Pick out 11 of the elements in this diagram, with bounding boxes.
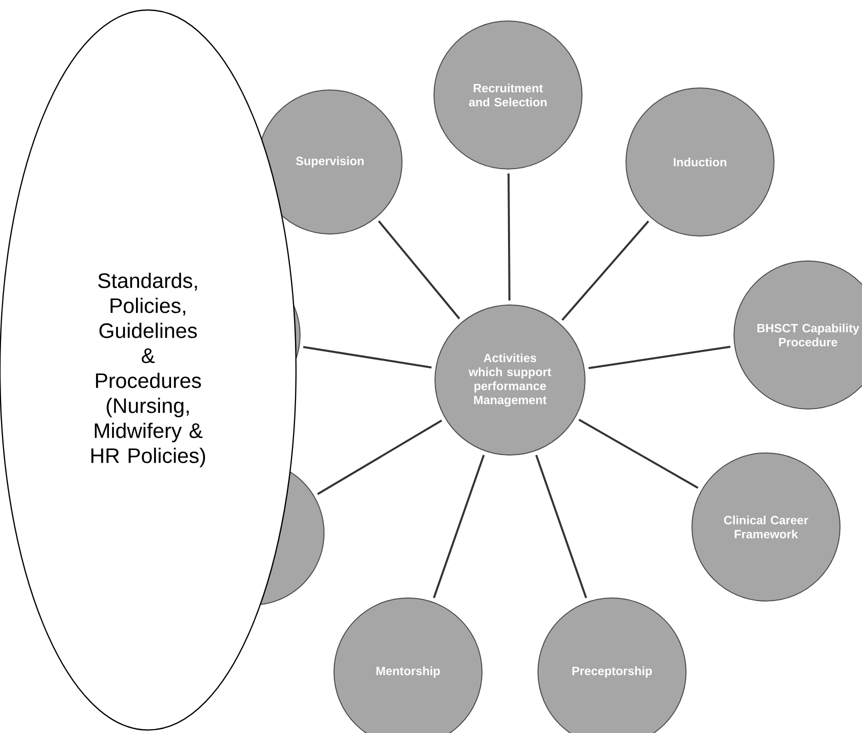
- node-label: Standards, Policies, Guidelines & Procedures (Nursing, Midwifery & HR Policies): [91, 272, 206, 468]
- connector-line: [578, 418, 698, 489]
- connector-line: [317, 420, 442, 495]
- connector-line: [303, 346, 432, 368]
- connector-line: [378, 220, 460, 320]
- connector-line: [535, 454, 588, 598]
- connector-line: [432, 454, 485, 598]
- connector-line: [561, 220, 650, 321]
- connector-line: [508, 173, 510, 301]
- oval-panel: Standards, Policies, Guidelines & Procedures (Nursing, Midwifery & HR Policies): [0, 9, 297, 731]
- connector-line: [588, 346, 731, 370]
